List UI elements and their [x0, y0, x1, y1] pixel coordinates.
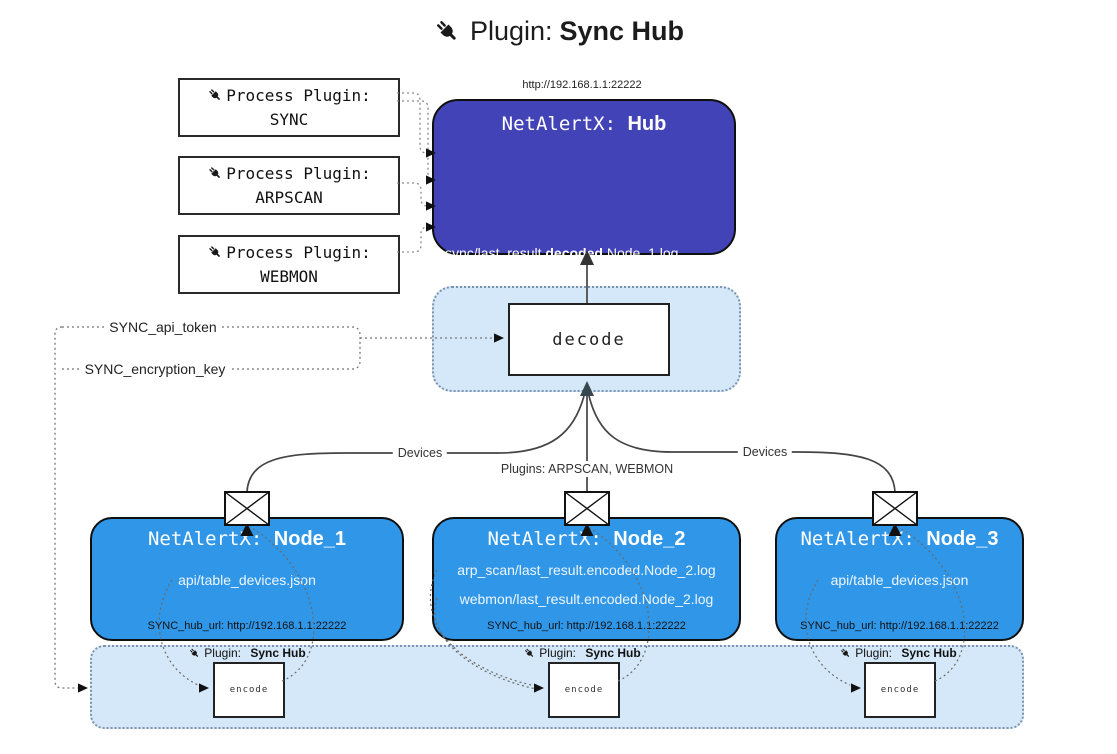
node-2-box: NetAlertX: Node_2 arp_scan/last_result.e… [432, 517, 741, 641]
plug-icon [525, 648, 534, 657]
plug-icon [209, 167, 221, 178]
encode-box: encode [213, 662, 285, 718]
node-hub-url: SYNC_hub_url: http://192.168.1.1:22222 [147, 620, 347, 632]
process-plugin-name: SYNC [269, 109, 309, 129]
devices-left-label: Devices [392, 445, 448, 461]
plug-icon [841, 648, 850, 657]
process-plugin-label: Process Plugin: [226, 163, 371, 183]
process-plugin-webmon: Process Plugin: WEBMON [178, 235, 400, 294]
encoder-plugin-label: Plugin: Sync Hub [839, 646, 957, 660]
plugins-center-label: Plugins: ARPSCAN, WEBMON [495, 461, 679, 477]
plug-icon [436, 20, 456, 40]
process-plugin-label: Process Plugin: [226, 85, 371, 105]
node-title: NetAlertX: Node_3 [800, 528, 999, 550]
node-title: NetAlertX: Node_1 [147, 528, 347, 550]
hub-log-line: sync/last_result.decoded.Node_3.log [445, 272, 679, 288]
node-hub-url: SYNC_hub_url: http://192.168.1.1:22222 [487, 620, 686, 632]
title-prefix: Plugin: [469, 16, 553, 46]
plugin-to-hub-links [397, 92, 432, 253]
process-plugin-arpscan: Process Plugin: ARPSCAN [178, 156, 400, 215]
sync-api-token-label: SYNC_api_token [104, 318, 222, 336]
node-title: NetAlertX: Node_2 [487, 528, 686, 550]
node-file: webmon/last_result.encoded.Node_2.log [459, 591, 714, 607]
hub-log-line: sync/last_result.decoded.Node_1.log [445, 245, 679, 261]
node-hub-url: SYNC_hub_url: http://192.168.1.1:22222 [800, 620, 999, 632]
node-1-box: NetAlertX: Node_1 api/table_devices.json… [90, 517, 404, 641]
plug-icon [209, 89, 221, 100]
hub-box: NetAlertX: Hub sync/last_result.decoded.… [432, 99, 736, 335]
encoder-plugin-label: Plugin: Sync Hub [523, 646, 641, 660]
plug-icon [190, 648, 199, 657]
decode-box: decode [508, 303, 670, 376]
title-name: Sync Hub [559, 16, 685, 46]
process-plugin-sync: Process Plugin: SYNC [178, 78, 400, 137]
node-file: arp_scan/last_result.encoded.Node_2.log [457, 562, 716, 578]
devices-right-label: Devices [737, 444, 793, 460]
page-title: Plugin: Sync Hub [0, 16, 1117, 47]
hub-url: http://192.168.1.1:22222 [522, 79, 642, 91]
process-plugin-name: ARPSCAN [255, 187, 323, 207]
process-plugin-name: WEBMON [260, 266, 318, 286]
encoder-plugin-label: Plugin: Sync Hub [188, 646, 306, 660]
hub-title: NetAlertX: Hub [501, 113, 667, 135]
node-file: api/table_devices.json [830, 572, 969, 588]
node-3-box: NetAlertX: Node_3 api/table_devices.json… [775, 517, 1024, 641]
encode-box: encode [864, 662, 936, 718]
process-plugin-label: Process Plugin: [226, 242, 371, 262]
node-file: api/table_devices.json [178, 572, 316, 588]
sync-encryption-key-label: SYNC_encryption_key [79, 360, 231, 378]
plug-icon [209, 246, 221, 257]
encode-box: encode [548, 662, 620, 718]
